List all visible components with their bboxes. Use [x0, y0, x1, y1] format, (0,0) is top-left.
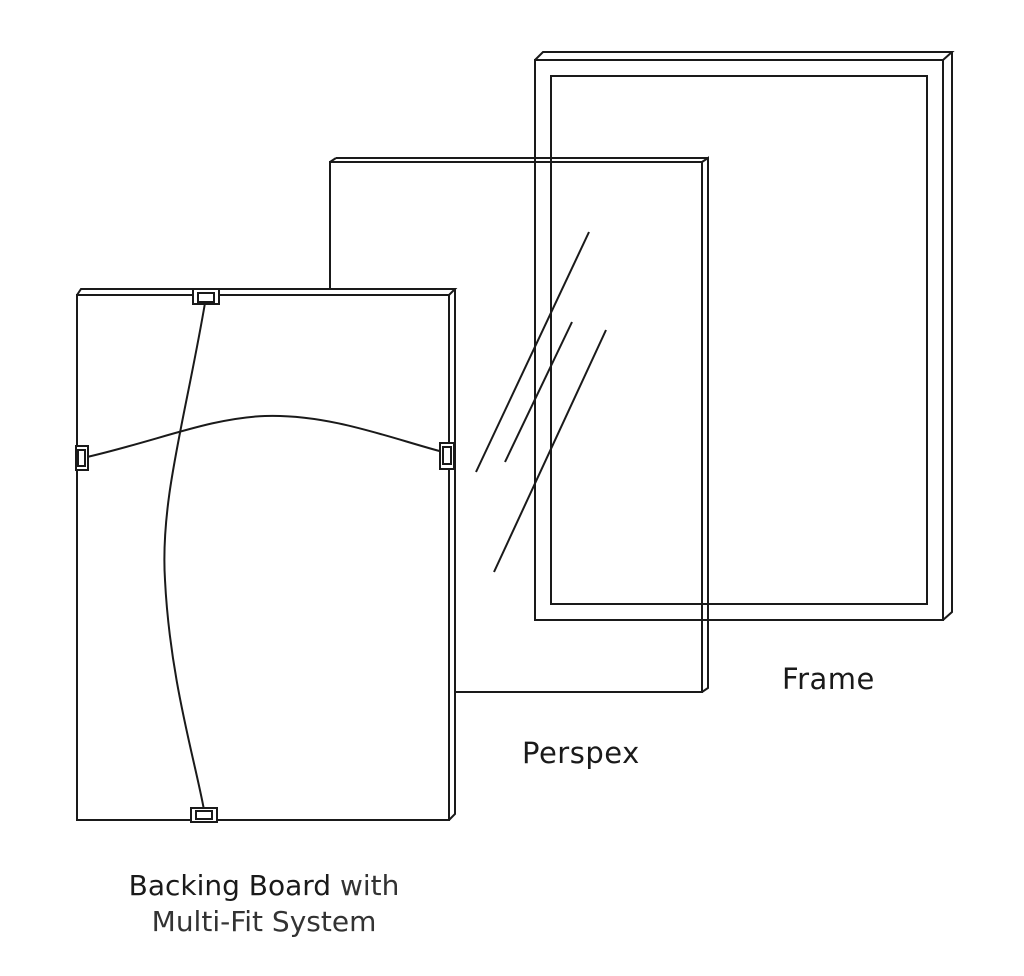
multi-fit-cord-horizontal: [86, 414, 444, 458]
perspex-part: [329, 156, 709, 693]
perspex-glint-1: [475, 231, 590, 473]
backing-board-title: Backing Board: [128, 869, 332, 902]
clip-right: [439, 442, 455, 470]
perspex-glint-2: [504, 321, 573, 463]
perspex-thickness-top: [329, 157, 337, 163]
perspex-label: Perspex: [522, 736, 640, 770]
frame-depth-right: [942, 52, 953, 621]
backing-board-title-line: Backing Board with: [114, 868, 414, 904]
multi-fit-cord-vertical: [163, 302, 206, 811]
frame-depth-top: [534, 51, 955, 61]
multi-fit-system-label: Multi-Fit System: [151, 905, 377, 938]
frame-outer-edge: [534, 59, 944, 621]
frame-part: [534, 51, 955, 621]
backing-board-face: [76, 294, 450, 821]
backing-board-part: [75, 288, 458, 823]
frame-label: Frame: [782, 662, 875, 696]
perspex-glint-3: [493, 329, 607, 573]
clip-bottom: [190, 807, 218, 823]
backing-board-label: Backing Board with Multi-Fit System: [114, 868, 414, 940]
frame-inner-opening: [550, 75, 928, 605]
backing-board-with: with: [331, 869, 400, 902]
clip-left: [75, 445, 89, 471]
perspex-thickness: [701, 156, 709, 693]
backing-board-thickness-top: [76, 288, 458, 296]
clip-top: [192, 288, 220, 305]
